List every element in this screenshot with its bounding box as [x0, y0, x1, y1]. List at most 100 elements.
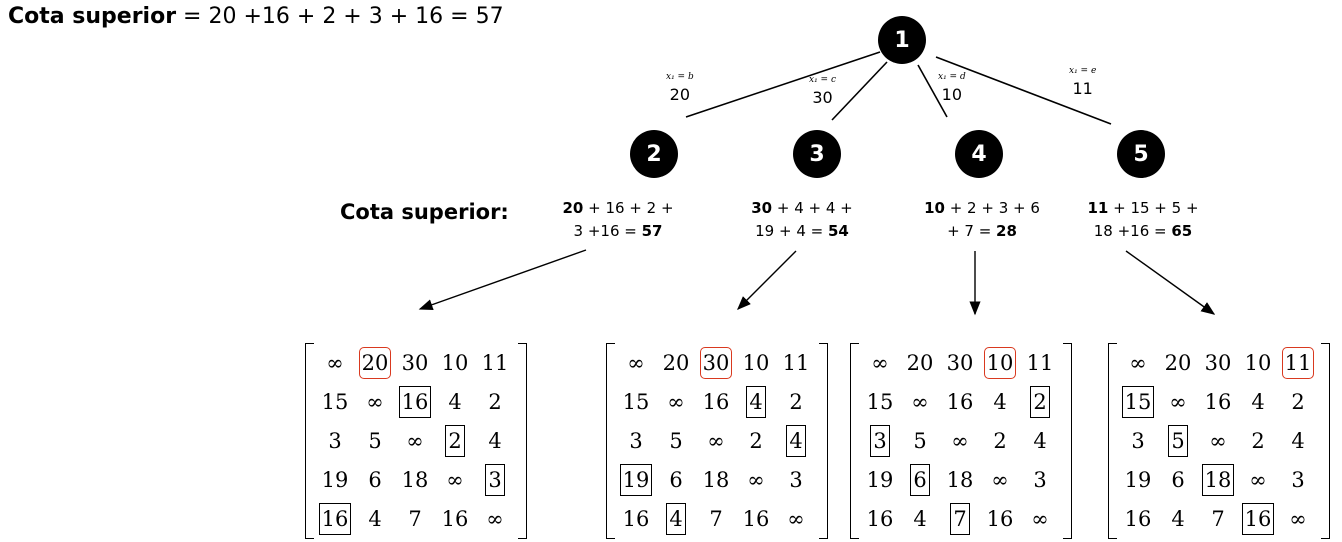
matrix-cell-value: ∞: [406, 428, 424, 453]
matrix-cell: 4: [1020, 421, 1060, 460]
matrix-cell-value: ∞: [486, 506, 504, 531]
matrix-cell-value: 11: [782, 350, 810, 375]
matrix-cell: ∞: [940, 421, 980, 460]
edge-label-3: x₁ = c 30: [809, 75, 836, 107]
arrow-to-matrix-2: [737, 250, 797, 310]
bound-line-2: 3 +16 =: [573, 222, 642, 240]
matrix-left-bracket: [850, 343, 859, 539]
matrix-cell-value: ∞: [871, 350, 889, 375]
matrix-cell: 20: [1158, 343, 1198, 382]
matrix-cell: 7: [1198, 499, 1238, 538]
matrix-right-bracket: [518, 343, 527, 539]
matrix-cell-value: 18: [401, 467, 429, 492]
boxed-cell-value: 3: [485, 463, 505, 496]
bound-line-1: + 2 + 3 + 6: [944, 199, 1040, 217]
matrix-cell-value: 15: [866, 389, 894, 414]
matrix-cell-value: 4: [488, 428, 502, 453]
matrix-cell-value: 6: [1171, 467, 1185, 492]
matrix-cell-value: ∞: [446, 467, 464, 492]
matrix-cell: 5: [355, 421, 395, 460]
matrix-cell: 19: [315, 460, 355, 499]
matrix-cell: 5: [1158, 421, 1198, 460]
node-3: 3: [793, 130, 841, 178]
matrix-cell: 16: [616, 499, 656, 538]
matrix-cell-value: 18: [702, 467, 730, 492]
matrix-cell-value: ∞: [1169, 389, 1187, 414]
matrix-cell-value: 30: [401, 350, 429, 375]
matrix-cell: 10: [736, 343, 776, 382]
selected-cell-value: 30: [699, 346, 733, 379]
boxed-cell-value: 6: [910, 463, 930, 496]
matrix-cell-value: 7: [408, 506, 422, 531]
matrix-cell: 18: [395, 460, 435, 499]
matrix-cell: 11: [1278, 343, 1318, 382]
matrix-cell-value: ∞: [1031, 506, 1049, 531]
matrix-cell-value: 15: [622, 389, 650, 414]
bound-start: 20: [562, 199, 584, 217]
bound-line-2: 18 +16 =: [1093, 222, 1172, 240]
matrix-cell: 20: [355, 343, 395, 382]
matrix-cell-value: ∞: [911, 389, 929, 414]
matrix-cell-value: 4: [993, 389, 1007, 414]
boxed-cell-value: 16: [398, 385, 432, 418]
upper-bound-label: Cota superior: [8, 4, 177, 29]
matrix-cell-value: 18: [946, 467, 974, 492]
bound-formula-4: 10 + 2 + 3 + 6 + 7 = 28: [907, 197, 1057, 243]
matrix-cell-value: 16: [1124, 506, 1152, 531]
matrix-cell-value: ∞: [747, 467, 765, 492]
boxed-cell-value: 19: [619, 463, 653, 496]
matrix-cell-value: 5: [368, 428, 382, 453]
matrix-cell-value: 4: [1251, 389, 1265, 414]
bound-line-2: 19 + 4 =: [755, 222, 828, 240]
cota-superior-label: Cota superior:: [340, 200, 509, 224]
matrix-cell: 16: [940, 382, 980, 421]
matrix-cell: 6: [1158, 460, 1198, 499]
arrow-to-matrix-4: [1125, 250, 1216, 315]
matrix-cell: ∞: [1118, 343, 1158, 382]
bound-total: 28: [996, 222, 1017, 240]
boxed-cell-value: 3: [870, 424, 890, 457]
matrix-cell: 11: [475, 343, 515, 382]
matrix-cell: 16: [1198, 382, 1238, 421]
matrix-cell-value: 5: [669, 428, 683, 453]
matrix-cell: 10: [1238, 343, 1278, 382]
bound-line-2: + 7 =: [947, 222, 997, 240]
edge-cost: 30: [812, 88, 833, 107]
bound-start: 10: [924, 199, 945, 217]
matrix-cell-value: ∞: [707, 428, 725, 453]
matrix-right-bracket: [1063, 343, 1072, 539]
matrix-cell-value: ∞: [1129, 350, 1147, 375]
matrix-cell-value: 15: [321, 389, 349, 414]
matrix-cell-value: 3: [629, 428, 643, 453]
matrix-cell-value: 16: [622, 506, 650, 531]
matrix-cell: ∞: [776, 499, 816, 538]
matrix-cell: ∞: [616, 343, 656, 382]
matrix-cell: ∞: [1020, 499, 1060, 538]
matrix-cell: 3: [1118, 421, 1158, 460]
node-2: 2: [630, 130, 678, 178]
matrix-cell: ∞: [980, 460, 1020, 499]
matrix-cell: 6: [355, 460, 395, 499]
matrix-cell: 4: [736, 382, 776, 421]
matrix-cell-value: 30: [946, 350, 974, 375]
matrix-cell-value: 20: [906, 350, 934, 375]
matrix-cell: ∞: [315, 343, 355, 382]
bound-formula-5: 11 + 15 + 5 + 18 +16 = 65: [1068, 197, 1218, 243]
matrix-cell: 30: [395, 343, 435, 382]
node-label: 5: [1133, 141, 1149, 167]
edge-cost: 10: [941, 85, 963, 104]
matrix-cell-value: ∞: [366, 389, 384, 414]
boxed-cell-value: 15: [1121, 385, 1155, 418]
matrix-cell: 3: [776, 460, 816, 499]
matrix-cell-value: 16: [946, 389, 974, 414]
matrix-cell: 11: [1020, 343, 1060, 382]
matrix-cell: 20: [656, 343, 696, 382]
matrix-cell-value: 5: [913, 428, 927, 453]
